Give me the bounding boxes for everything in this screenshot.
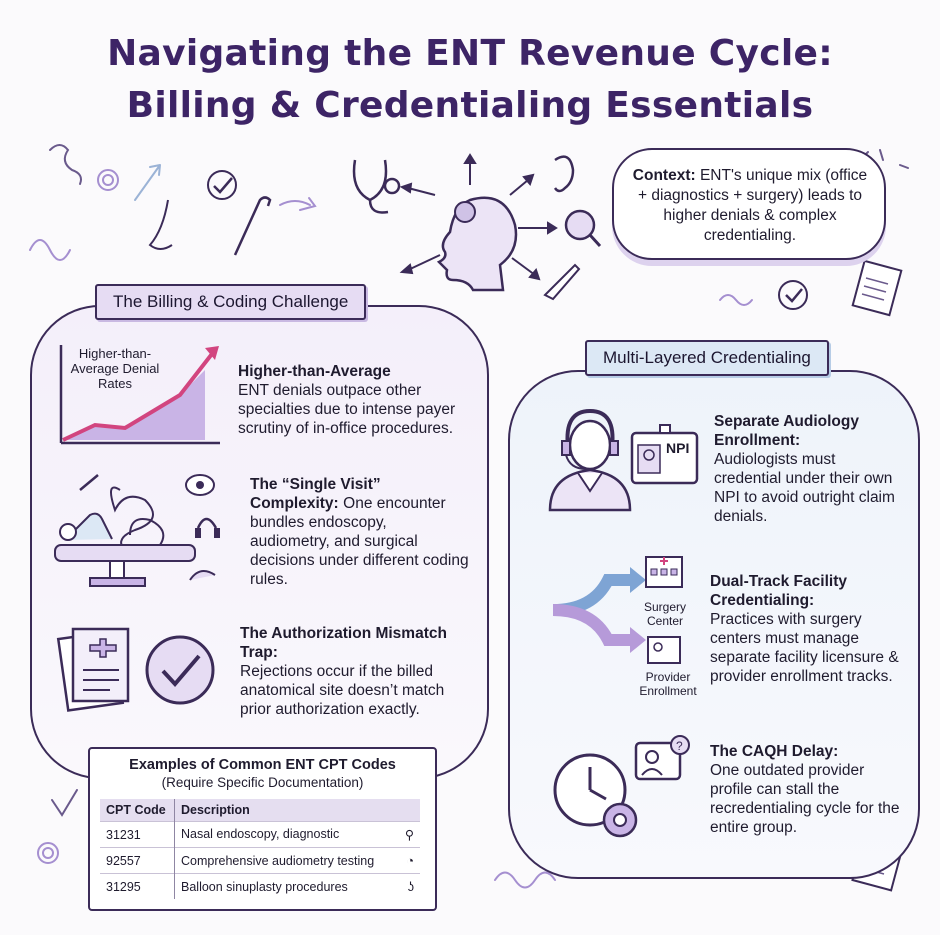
svg-text:?: ?	[676, 739, 683, 753]
npi-label: NPI	[666, 440, 690, 456]
billing-item-2-body: One encounter bundles endoscopy, audiome…	[250, 495, 469, 588]
billing-item-2-title: The “Single Visit” Complexity:	[250, 476, 381, 512]
billing-banner: The Billing & Coding Challenge	[95, 284, 367, 320]
cpt-code-cell: 31295	[100, 873, 175, 899]
cpt-description-cell: Nasal endoscopy, diagnostic	[181, 827, 340, 841]
credentialing-item-3-title: The CAQH Delay:	[710, 743, 839, 760]
credentialing-item-2: Dual-Track Facility Credentialing: Pract…	[710, 572, 910, 686]
cpt-table-subtitle: (Require Specific Documentation)	[161, 775, 364, 790]
credentialing-banner: Multi-Layered Credentialing	[585, 340, 829, 376]
surgery-center-label: Surgery Center	[643, 600, 687, 628]
caqh-delay-icon: ?	[553, 735, 690, 838]
billing-item-3-title: The Authorization Mismatch Trap:	[240, 625, 447, 661]
billing-item-1-title: Higher-than-Average	[238, 363, 391, 380]
billing-item-1-body: ENT denials outpace other specialties du…	[238, 382, 456, 437]
audiologist-icon	[548, 408, 699, 512]
dual-track-icon	[552, 556, 683, 664]
credentialing-item-3: The CAQH Delay: One outdated provider pr…	[710, 742, 910, 837]
cpt-header-description: Description	[174, 799, 420, 822]
cpt-description-cell: Comprehensive audiometry testing	[181, 853, 375, 868]
cpt-header-code: CPT Code	[100, 799, 175, 822]
title-line-2: Billing & Credentialing Essentials	[126, 85, 814, 126]
credentialing-item-1: Separate Audiology Enrollment: Audiologi…	[714, 412, 904, 526]
ear-sound-icon: ◔	[406, 853, 414, 868]
table-row: 31295 Balloon sinuplasty procedures ʖ	[100, 873, 420, 899]
credentialing-item-1-body: Audiologists must credential under their…	[714, 451, 895, 525]
provider-enrollment-label: Provider Enrollment	[639, 670, 697, 698]
cpt-table-title: Examples of Common ENT CPT Codes	[129, 757, 396, 773]
credentialing-item-1-title: Separate Audiology Enrollment:	[714, 413, 859, 449]
authorization-icon	[56, 627, 215, 712]
exam-chair-icon	[54, 474, 220, 587]
credentialing-item-3-body: One outdated provider profile can stall …	[710, 762, 900, 836]
endoscope-icon: ⚲	[404, 828, 414, 842]
cpt-description-cell: Balloon sinuplasty procedures	[181, 879, 348, 894]
cpt-code-cell: 31231	[100, 821, 175, 848]
table-row: 31231 Nasal endoscopy, diagnostic ⚲	[100, 821, 420, 848]
cpt-table: CPT Code Description 31231 Nasal endosco…	[100, 799, 420, 899]
page-title: Navigating the ENT Revenue Cycle: Billin…	[0, 28, 940, 132]
cpt-code-cell: 92557	[100, 847, 175, 874]
chart-label: Higher-than-Average Denial Rates	[70, 346, 160, 391]
credentialing-item-2-title: Dual-Track Facility Credentialing:	[710, 573, 847, 609]
context-text: ENT's unique mix (office + diagnostics +…	[637, 167, 868, 244]
cpt-code-table-card: Examples of Common ENT CPT Codes (Requir…	[88, 747, 437, 911]
table-row: 92557 Comprehensive audiometry testing ◔	[100, 847, 420, 874]
credentialing-item-2-body: Practices with surgery centers must mana…	[710, 611, 899, 685]
billing-item-2: The “Single Visit” Complexity: One encou…	[250, 475, 470, 589]
billing-item-1: Higher-than-Average ENT denials outpace …	[238, 362, 478, 438]
context-label: Context:	[632, 167, 696, 184]
nose-icon: ʖ	[407, 879, 414, 894]
billing-item-3-body: Rejections occur if the billed anatomica…	[240, 663, 445, 718]
denial-rate-chart-icon	[59, 345, 220, 445]
title-line-1: Navigating the ENT Revenue Cycle:	[107, 33, 833, 74]
billing-item-3: The Authorization Mismatch Trap: Rejecti…	[240, 624, 475, 719]
context-bubble: Context: ENT's unique mix (office + diag…	[612, 148, 886, 260]
